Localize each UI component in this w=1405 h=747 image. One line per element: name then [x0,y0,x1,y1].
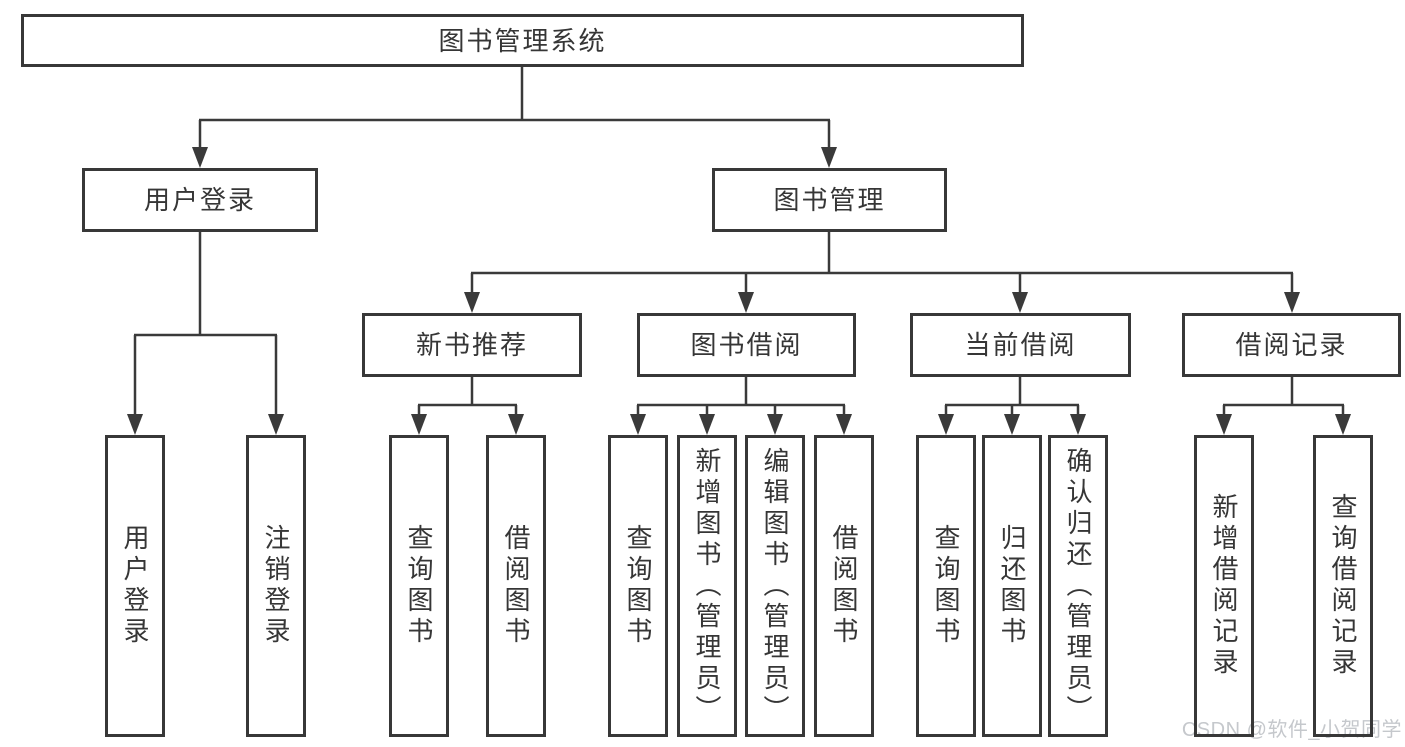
leaf-edit-books-admin: 编辑图书（管理员） [745,435,805,737]
node-user-login-label: 用户登录 [143,185,256,215]
leaf-borrow-books-label: 借阅图书 [829,524,859,648]
leaf-current-query-books: 查询图书 [916,435,976,737]
node-root: 图书管理系统 [21,14,1024,67]
leaf-recommend-query-books-label: 查询图书 [404,524,434,648]
node-user-login: 用户登录 [82,168,318,232]
node-book-management: 图书管理 [712,168,947,232]
node-book-borrow: 图书借阅 [637,313,856,377]
leaf-edit-books-admin-label: 编辑图书（管理员） [760,446,790,726]
node-root-label: 图书管理系统 [438,25,607,56]
node-current-borrow-label: 当前借阅 [964,330,1077,360]
node-current-borrow: 当前借阅 [910,313,1131,377]
leaf-return-books-label: 归还图书 [997,524,1027,648]
node-borrow-records: 借阅记录 [1182,313,1401,377]
leaf-borrow-query-books-label: 查询图书 [623,524,653,648]
leaf-return-books: 归还图书 [982,435,1042,737]
leaf-logout-label: 注销登录 [261,524,291,648]
leaf-add-borrow-record-label: 新增借阅记录 [1209,493,1239,679]
leaf-borrow-query-books: 查询图书 [608,435,668,737]
leaf-add-borrow-record: 新增借阅记录 [1194,435,1254,737]
leaf-recommend-borrow-books-label: 借阅图书 [501,524,531,648]
node-borrow-records-label: 借阅记录 [1235,330,1348,360]
leaf-logout: 注销登录 [246,435,306,737]
leaf-confirm-return-admin: 确认归还（管理员） [1048,435,1108,737]
leaf-query-borrow-record-label: 查询借阅记录 [1328,493,1358,679]
leaf-current-query-books-label: 查询图书 [931,524,961,648]
leaf-query-borrow-record: 查询借阅记录 [1313,435,1373,737]
node-book-management-label: 图书管理 [773,185,886,215]
node-book-borrow-label: 图书借阅 [690,330,803,360]
leaf-recommend-query-books: 查询图书 [389,435,449,737]
leaf-confirm-return-admin-label: 确认归还（管理员） [1063,446,1093,726]
leaf-borrow-books: 借阅图书 [814,435,874,737]
leaf-user-login-label: 用户登录 [120,524,150,648]
node-new-book-recommend: 新书推荐 [362,313,582,377]
node-new-book-recommend-label: 新书推荐 [415,330,528,360]
leaf-add-books-admin-label: 新增图书（管理员） [692,446,722,726]
leaf-recommend-borrow-books: 借阅图书 [486,435,546,737]
leaf-add-books-admin: 新增图书（管理员） [677,435,737,737]
leaf-user-login: 用户登录 [105,435,165,737]
